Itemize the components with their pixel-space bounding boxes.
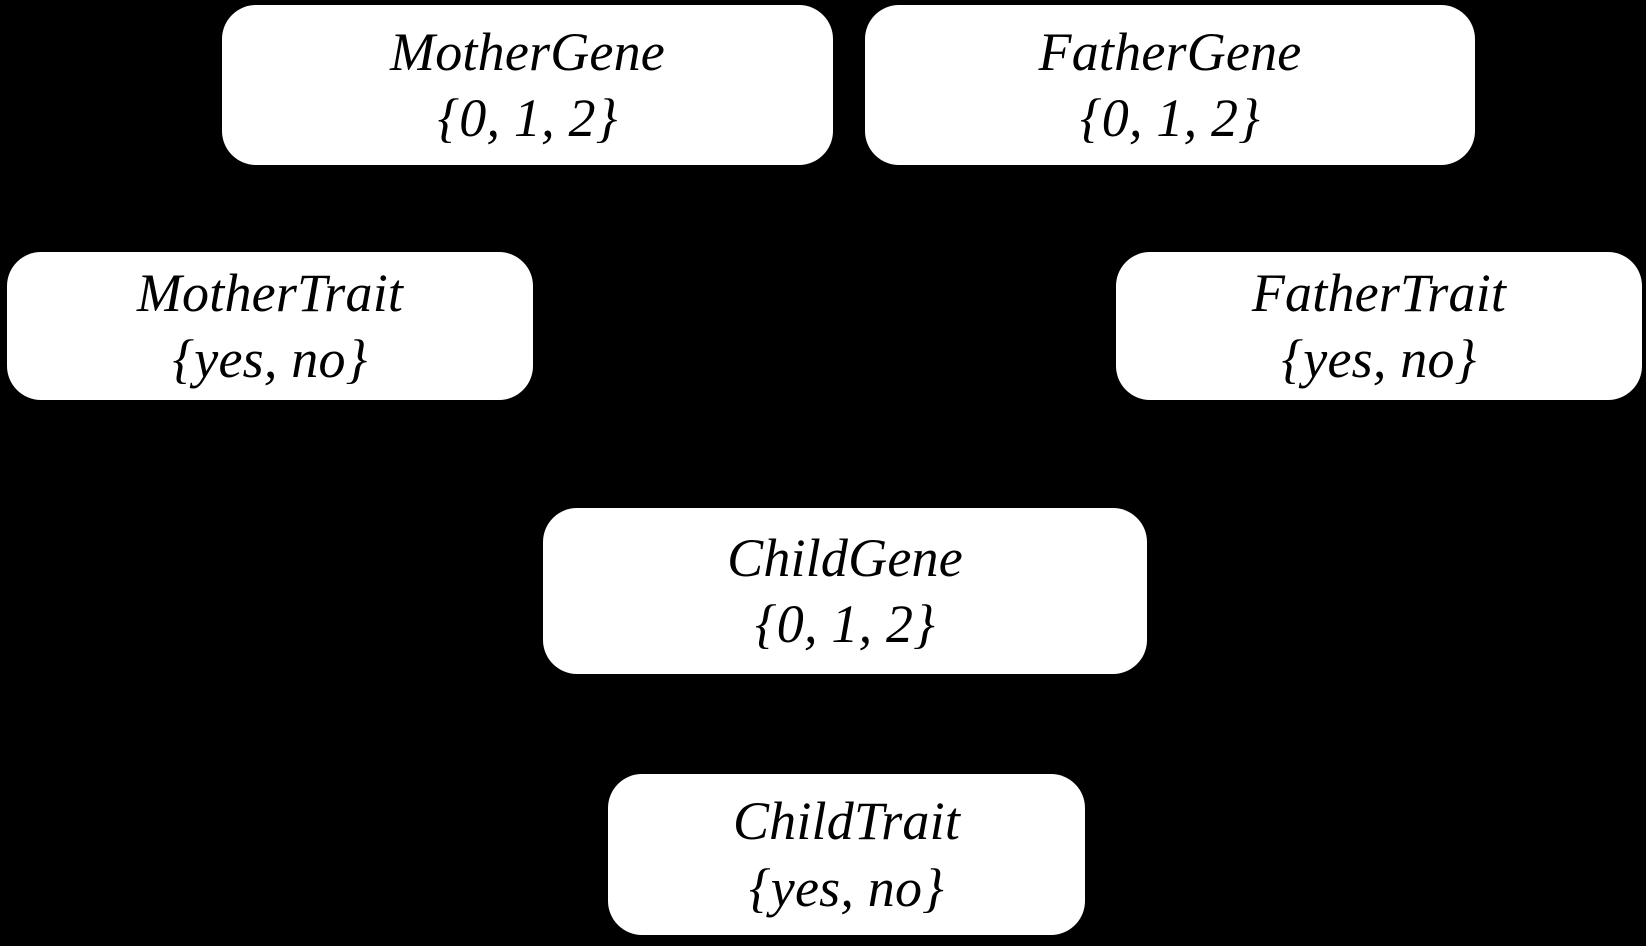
node-father-trait[interactable]: FatherTrait {yes, no} [1116, 252, 1642, 400]
node-father-gene-label: FatherGene [1038, 21, 1302, 82]
node-child-trait[interactable]: ChildTrait {yes, no} [608, 774, 1085, 935]
node-child-gene[interactable]: ChildGene {0, 1, 2} [543, 508, 1147, 674]
node-child-gene-label: ChildGene [727, 527, 963, 588]
node-mother-trait[interactable]: MotherTrait {yes, no} [7, 252, 533, 400]
node-father-trait-domain: {yes, no} [1281, 329, 1477, 389]
node-mother-trait-domain: {yes, no} [172, 329, 368, 389]
node-mother-gene-label: MotherGene [390, 21, 665, 82]
node-child-gene-domain: {0, 1, 2} [755, 594, 935, 654]
node-father-gene-domain: {0, 1, 2} [1080, 88, 1260, 148]
node-mother-trait-label: MotherTrait [136, 262, 404, 323]
node-child-trait-domain: {yes, no} [749, 857, 944, 918]
node-mother-gene-domain: {0, 1, 2} [437, 88, 618, 148]
node-father-gene[interactable]: FatherGene {0, 1, 2} [865, 5, 1475, 165]
node-child-trait-label: ChildTrait [732, 791, 961, 852]
node-father-trait-label: FatherTrait [1251, 262, 1507, 323]
node-mother-gene[interactable]: MotherGene {0, 1, 2} [222, 5, 833, 165]
